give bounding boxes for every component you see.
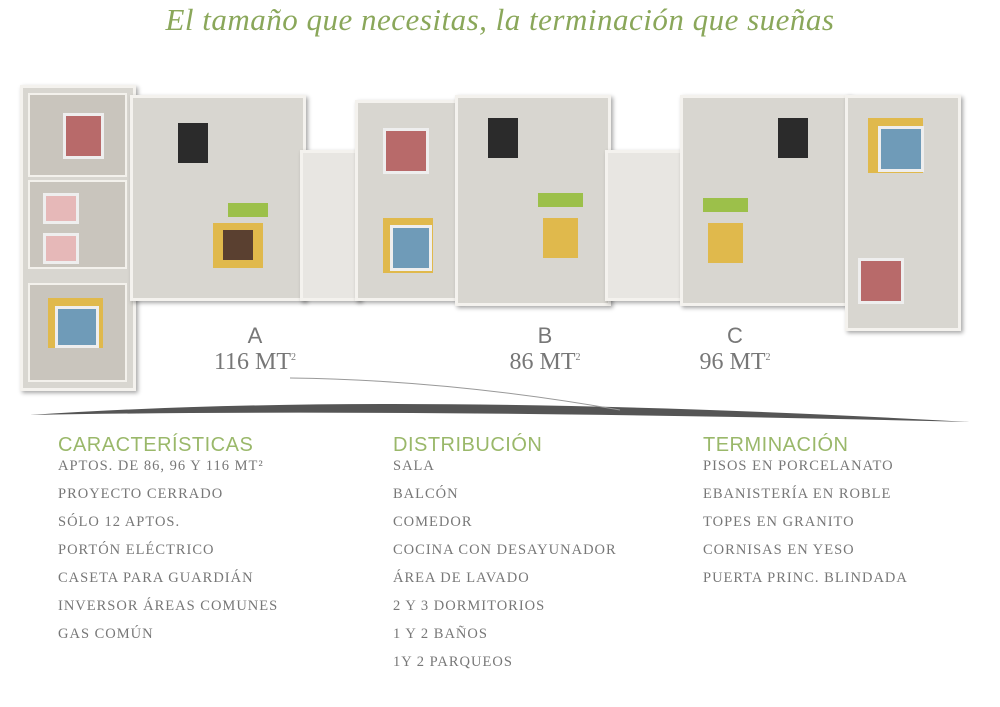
list-item: APTOS. DE 86, 96 Y 116 MT² <box>58 458 264 474</box>
unit-area: 86 MT <box>509 349 576 375</box>
plan-b-bedroom <box>355 100 461 301</box>
stairs-1 <box>300 150 361 301</box>
unit-area: 116 MT <box>213 349 292 375</box>
column-title: DISTRIBUCIÓN <box>393 434 543 456</box>
list-item: CASETA PARA GUARDIÁN <box>58 570 254 586</box>
list-item: PROYECTO CERRADO <box>58 486 224 502</box>
plan-b-living <box>455 95 611 306</box>
plan-a-bedrooms <box>20 85 136 391</box>
unit-a-label: A 116 MT2 <box>205 323 305 375</box>
list-item: PUERTA PRINC. BLINDADA <box>703 570 908 586</box>
caracteristicas-column: CARACTERÍSTICAS APTOS. DE 86, 96 Y 116 M… <box>58 434 278 653</box>
list-item: PISOS EN PORCELANATO <box>703 458 894 474</box>
list-item: GAS COMÚN <box>58 626 154 642</box>
list-item: PORTÓN ELÉCTRICO <box>58 542 215 558</box>
unit-area-sup: 2 <box>765 352 771 363</box>
unit-c-label: C 96 MT2 <box>685 323 785 375</box>
decorative-swoosh <box>30 377 970 422</box>
unit-b-label: B 86 MT2 <box>495 323 595 375</box>
unit-area-sup: 2 <box>575 352 581 363</box>
headline: El tamaño que necesitas, la terminación … <box>165 2 835 37</box>
list-item: ÁREA DE LAVADO <box>393 570 530 586</box>
list-item: INVERSOR ÁREAS COMUNES <box>58 598 279 614</box>
list-item: BALCÓN <box>393 486 459 502</box>
unit-area: 96 MT <box>699 349 766 375</box>
list-item: COCINA CON DESAYUNADOR <box>393 542 617 558</box>
list-item: 2 Y 3 DORMITORIOS <box>393 598 546 614</box>
list-item: 1 Y 2 BAÑOS <box>393 626 488 642</box>
unit-area-sup: 2 <box>291 352 297 363</box>
unit-letter: C <box>727 323 743 348</box>
plan-a-living <box>130 95 306 301</box>
list-item: COMEDOR <box>393 514 473 530</box>
list-item: 1Y 2 PARQUEOS <box>393 654 513 670</box>
list-item: CORNISAS EN YESO <box>703 542 855 558</box>
column-title: CARACTERÍSTICAS <box>58 434 254 456</box>
list-item: TOPES EN GRANITO <box>703 514 855 530</box>
list-item: EBANISTERÍA EN ROBLE <box>703 486 892 502</box>
terminacion-column: TERMINACIÓN PISOS EN PORCELANATO EBANIST… <box>703 434 908 597</box>
unit-letter: A <box>247 323 263 348</box>
distribucion-column: DISTRIBUCIÓN SALA BALCÓN COMEDOR COCINA … <box>393 434 617 681</box>
list-item: SÓLO 12 APTOS. <box>58 514 181 530</box>
stairs-2 <box>605 150 686 301</box>
list-item: SALA <box>393 458 435 474</box>
column-title: TERMINACIÓN <box>703 434 849 456</box>
unit-letter: B <box>537 323 553 348</box>
plan-c-bedrooms <box>845 95 961 331</box>
plan-c-living <box>680 95 851 306</box>
